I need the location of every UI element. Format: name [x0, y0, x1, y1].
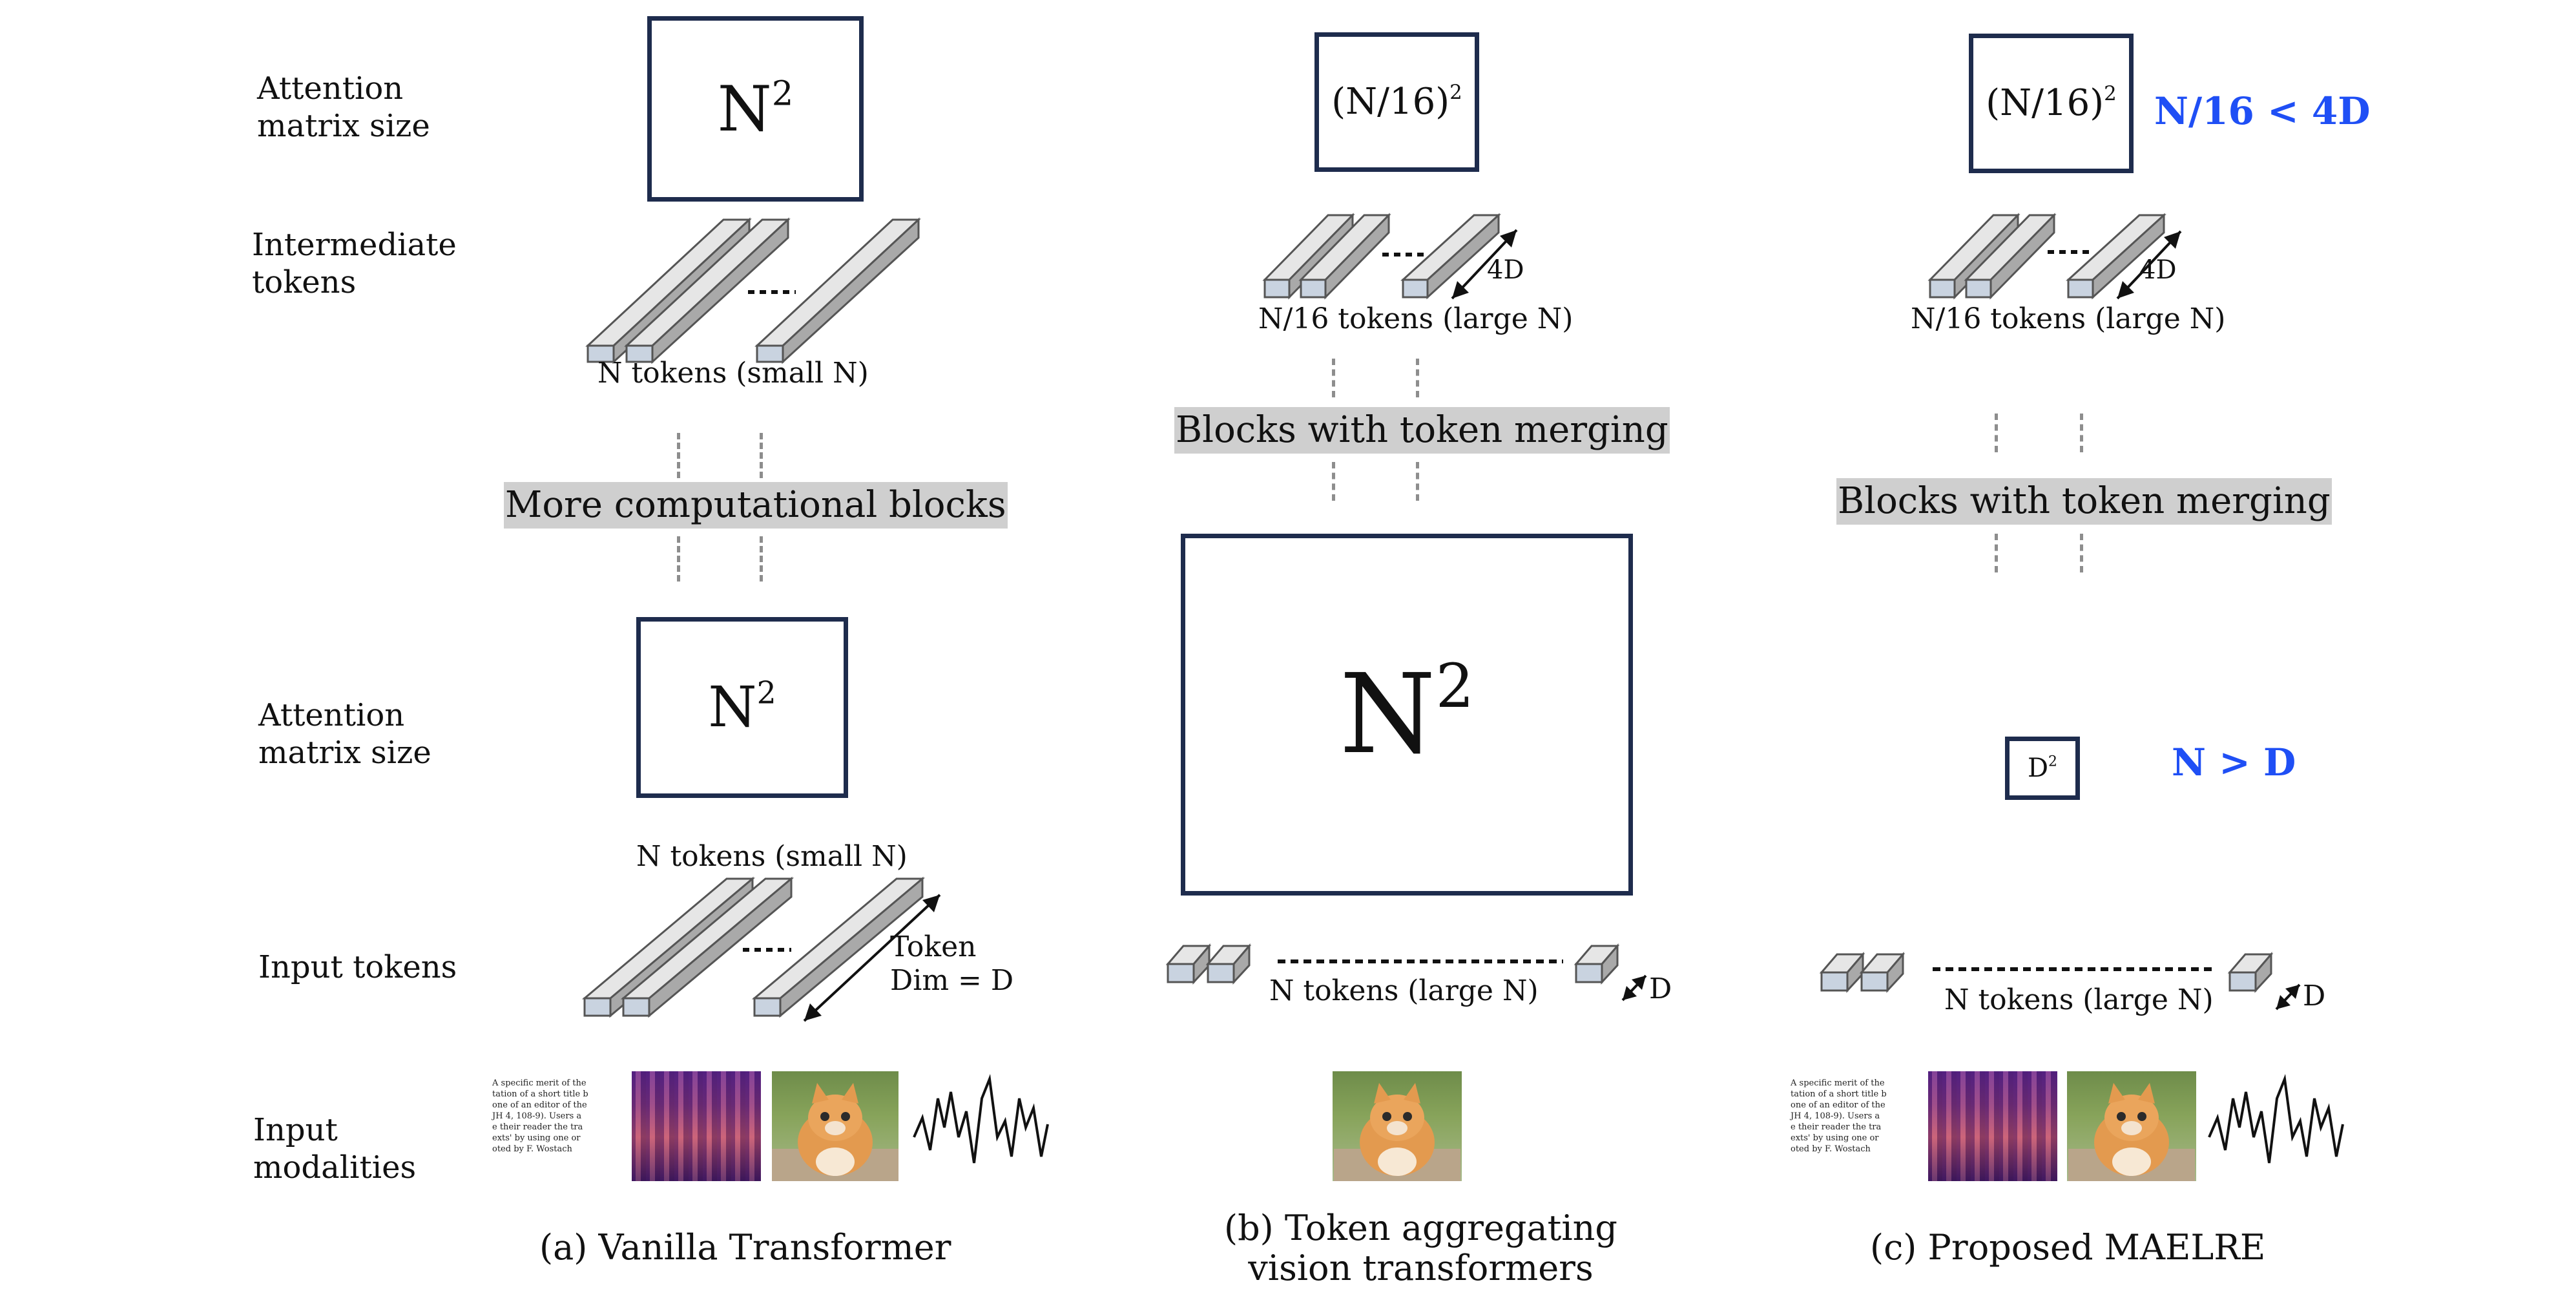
- panel-a-text-modality-thumbnail: A specific merit of the tation of a shor…: [490, 1073, 616, 1182]
- panel-b-input-token-2: [1205, 943, 1252, 985]
- panel-a-attention-matrix-bottom: N2: [636, 617, 848, 798]
- panel-b-dashed-connector-right-1: [1416, 359, 1419, 397]
- panel-c-top-token-2: [1964, 213, 2057, 300]
- panel-b-dashed-connector-left-2: [1332, 462, 1335, 501]
- panel-a-token-dim-label: Token Dim = D: [890, 930, 1014, 997]
- panel-c-input-dim-arrow: [2275, 983, 2301, 1011]
- panel-c-top-token-3: [2066, 213, 2166, 300]
- panel-a-input-token-3: [751, 876, 926, 1018]
- panel-b-input-token-1: [1165, 943, 1212, 985]
- panel-c-dashed-connector-left-2: [1995, 534, 1998, 572]
- panel-b-tokens-bottom-label: N tokens (large N): [1269, 974, 1539, 1007]
- panel-b-matrix-top-exp: 2: [1449, 81, 1462, 105]
- panel-c-dashed-connector-left-1: [1995, 414, 1998, 452]
- panel-c-caption: (c) Proposed MAELRE: [1870, 1227, 2266, 1268]
- panel-c-dashed-connector-right-2: [2080, 534, 2083, 572]
- panel-b-caption: (b) Token aggregating vision transformer…: [1224, 1208, 1617, 1288]
- row-label-input-modalities: Input modalities: [253, 1112, 417, 1186]
- panel-c-waveform-line: [2208, 1074, 2344, 1164]
- panel-b-dashed-connector-left-1: [1332, 359, 1335, 397]
- panel-a-top-token-3: [754, 217, 921, 364]
- panel-c-block-label: Blocks with token merging: [1836, 478, 2332, 525]
- panel-a-cat-icon: [772, 1083, 898, 1181]
- panel-b-attention-matrix-bottom: N2: [1181, 534, 1633, 896]
- panel-a-dashed-connector-left-2: [677, 536, 680, 582]
- panel-b-caption-line1: (b) Token aggregating: [1224, 1208, 1618, 1248]
- panel-c-tokens-top-label: N/16 tokens (large N): [1911, 302, 2226, 335]
- panel-c-spectrogram-thumbnail: [1928, 1071, 2057, 1181]
- panel-a-top-token-2: [624, 217, 791, 364]
- panel-b-caption-line2: vision transformers: [1248, 1248, 1594, 1288]
- panel-c-matrix-top-exp: 2: [2104, 82, 2117, 106]
- panel-c-matrix-top-base: (N/16): [1986, 82, 2104, 125]
- panel-b-top-token-3: [1400, 213, 1501, 300]
- panel-b-matrix-top-base: (N/16): [1331, 81, 1450, 123]
- panel-a-block-label: More computational blocks: [504, 482, 1008, 529]
- panel-a-tokens-bottom-label: N tokens (small N): [636, 840, 908, 873]
- panel-a-matrix-top-base: N: [717, 72, 772, 145]
- panel-b-cat-image-thumbnail: [1333, 1071, 1462, 1181]
- panel-c-condition-top: N/16 < 4D: [2154, 89, 2371, 133]
- panel-a-dashed-connector-left-1: [677, 433, 680, 478]
- panel-a-waveform-line: [913, 1074, 1049, 1164]
- panel-b-top-token-2: [1298, 213, 1391, 300]
- panel-a-spectrogram-thumbnail: [632, 1071, 761, 1181]
- panel-a-matrix-bottom-base: N: [708, 675, 757, 740]
- panel-b-dim-bottom-label: D: [1649, 972, 1672, 1005]
- panel-c-dim-bottom-label: D: [2303, 980, 2326, 1012]
- panel-c-input-token-3: [2227, 951, 2274, 993]
- panel-c-input-token-2: [1859, 951, 1906, 993]
- panel-b-cat-icon: [1334, 1083, 1460, 1181]
- panel-c-tokens-bottom-label: N tokens (large N): [1944, 983, 2214, 1016]
- panel-b-tokens-top-label: N/16 tokens (large N): [1258, 302, 1574, 335]
- panel-a-cat-image-thumbnail: [772, 1071, 898, 1181]
- panel-c-dim-label: 4D: [2139, 255, 2177, 285]
- panel-c-matrix-bottom-exp: 2: [2048, 753, 2058, 770]
- panel-b-attention-matrix-top: (N/16)2: [1314, 32, 1479, 172]
- panel-a-input-token-2: [620, 876, 795, 1018]
- panel-c-dashed-connector-right-1: [2080, 414, 2083, 452]
- panel-b-input-token-3: [1574, 943, 1620, 985]
- panel-b-dim-label: 4D: [1487, 255, 1524, 285]
- row-label-intermediate: Intermediate tokens: [252, 227, 457, 300]
- panel-c-attention-matrix-top: (N/16)2: [1969, 34, 2134, 173]
- panel-a-matrix-bottom-exp: 2: [756, 675, 776, 711]
- panel-a-tokens-top-label: N tokens (small N): [597, 357, 869, 390]
- row-label-input-tokens: Input tokens: [258, 949, 457, 985]
- panel-c-top-dim-arrow: [2116, 230, 2182, 300]
- panel-a-attention-matrix-top: N2: [647, 16, 864, 202]
- panel-c-input-token-1: [1819, 951, 1865, 993]
- panel-a-matrix-top-exp: 2: [771, 73, 794, 113]
- panel-a-caption: (a) Vanilla Transformer: [539, 1227, 951, 1268]
- row-label-attention-bottom: Attention matrix size: [258, 697, 431, 771]
- panel-b-input-dim-arrow: [1621, 974, 1647, 1001]
- panel-c-cat-icon: [2068, 1083, 2195, 1181]
- panel-c-condition-bottom: N > D: [2172, 740, 2296, 784]
- row-label-attention-top: Attention matrix size: [257, 70, 430, 144]
- panel-a-dashed-connector-right-2: [760, 536, 763, 582]
- panel-b-dashed-connector-right-2: [1416, 462, 1419, 501]
- panel-a-dim-arrow: [803, 894, 941, 1022]
- panel-b-top-dim-arrow: [1451, 229, 1518, 300]
- panel-b-block-label: Blocks with token merging: [1174, 407, 1670, 454]
- panel-c-cat-image-thumbnail: [2067, 1071, 2196, 1181]
- panel-c-matrix-bottom-base: D: [2027, 753, 2049, 783]
- panel-a-dashed-connector-right-1: [760, 433, 763, 478]
- panel-c-attention-matrix-bottom: D2: [2005, 737, 2080, 800]
- panel-c-text-modality-thumbnail: A specific merit of the tation of a shor…: [1788, 1073, 1915, 1182]
- panel-b-matrix-bottom-exp: 2: [1435, 651, 1475, 722]
- panel-b-matrix-bottom-base: N: [1339, 651, 1436, 779]
